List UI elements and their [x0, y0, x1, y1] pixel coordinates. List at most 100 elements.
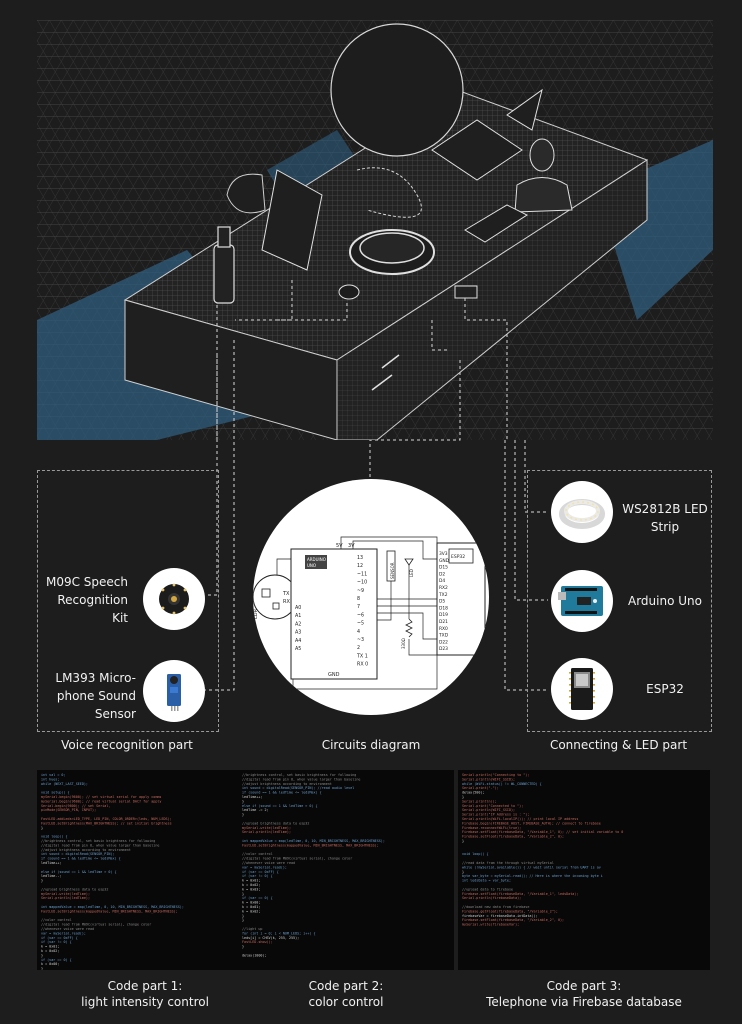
code-line: ledTime++; — [242, 795, 262, 799]
code-line: void loop() { — [462, 852, 489, 856]
code-line: int sound = digitalRead(SENSOR_PIN); //r… — [242, 786, 354, 790]
code-line: } — [242, 799, 244, 803]
code-line: } — [41, 826, 43, 830]
code-line: while (!mySerial.available()) { // wait … — [462, 865, 601, 869]
code-line: Firebase.getFloat(firebaseData, "/Variab… — [462, 909, 558, 913]
esp32-pin-label: 3V3 — [439, 551, 448, 557]
code-line: FastLED.setBrightness(MAX_BRIGHTNESS); /… — [41, 821, 172, 825]
esp32-pin-label: D22 — [439, 639, 448, 645]
uno-digital-pin-label: ~11 — [357, 571, 367, 577]
code-line: int hues; — [41, 777, 59, 781]
code-line: //brightness control, set basic brightne… — [41, 839, 155, 843]
code-line: if (sound == 1 && ledTime <= ledsMax) { — [41, 857, 121, 861]
uno-analog-pin-label: A0 — [295, 605, 301, 611]
esp-tag: ESP32 — [451, 554, 465, 560]
code-line: Serial.println(); — [462, 799, 497, 803]
code-line: FastLED.addLeds<LED_TYPE, LED_PIN, COLOR… — [41, 817, 172, 821]
code-line: k = 0x01; — [242, 879, 260, 883]
code-line: int sound = digitalRead(SENSOR_PIN); — [41, 852, 115, 856]
sphere-lamp — [330, 23, 464, 157]
code-line: Firebase.setFloat(firebaseData, "/Variab… — [462, 835, 564, 839]
esp32-pin-label: D2 — [439, 571, 445, 577]
code-line: } — [41, 967, 43, 970]
code-line: ledTime++; — [41, 861, 61, 865]
code-line: if (var != 0) { — [41, 940, 72, 944]
sound-sensor-label-line3: Sensor — [94, 707, 136, 721]
code-line: k = 0x01; — [41, 945, 59, 949]
code-line: Serial.println(WIFI_SSID); — [462, 808, 515, 812]
code-caption-1-line1: Code part 1: — [107, 979, 183, 993]
code-caption-1-line2: light intensity control — [81, 995, 209, 1009]
speech-kit-label-line2: Recognition — [57, 593, 128, 607]
code-caption-2-line1: Code part 2: — [308, 979, 384, 993]
code-line: Serial.println(firebaseData); — [462, 896, 521, 900]
code-line: delay(1000); — [242, 953, 267, 957]
uno-digital-pin-label: ~6 — [357, 612, 364, 618]
code-line: //upload brightness data to esp32 — [41, 887, 108, 891]
resistor-tag: 330Ω — [401, 638, 406, 649]
code-line: while (WiFi.status() != WL_CONNECTED) { — [462, 782, 542, 786]
uno-digital-pin-label: ~3 — [357, 637, 364, 643]
uno-analog-pin-label: A3 — [295, 630, 301, 636]
connecting-led-box — [527, 470, 712, 732]
connect-section-title: Connecting & LED part — [549, 738, 688, 752]
esp32-pin-label: D23 — [439, 646, 448, 652]
uno-digital-pin-label: 4 — [357, 629, 360, 635]
uno-digital-pin-label: 7 — [357, 604, 360, 610]
code-line: k = 0x03; — [242, 887, 260, 891]
code-panel-1: int val = 0;int hues;while (NEXT_LAST_SE… — [37, 770, 253, 970]
esp32-pin-label: D4 — [439, 578, 445, 584]
speech-kit-label: M09C Speech Recognition Kit — [40, 573, 128, 627]
code-line: } — [462, 839, 464, 843]
code-line: k = 0x02; — [242, 883, 260, 887]
code-caption-1: Code part 1: light intensity control — [37, 978, 253, 1010]
voice-recognition-box — [37, 470, 219, 732]
code-line: void loop() { — [41, 835, 68, 839]
code-line: if (var == 0) { — [41, 958, 72, 962]
code-line: //adjust brightness according to environ… — [242, 782, 332, 786]
code-line: //whenever voice were read — [41, 927, 94, 931]
ldr-tag: LDR — [253, 608, 259, 619]
uno-analog-pin-label: A4 — [295, 638, 301, 644]
code-line: //read data from the through virtual myS… — [462, 861, 554, 865]
code-line: Serial.print("Connected to "); — [462, 804, 523, 808]
code-line: //whenever voice were read — [242, 861, 295, 865]
isometric-installation-illustration — [37, 20, 713, 440]
uno-digital-pin-label: 2 — [357, 645, 360, 651]
code-line: if (sound == 1 && ledTime <= ledsMax) { — [242, 791, 322, 795]
code-line: mySerial.begin(9600); // read virtual se… — [41, 799, 161, 803]
arduino-uno-label: Arduino Uno — [628, 594, 702, 608]
code-line: Firebase.begin(FIREBASE_HOST, FIREBASE_A… — [462, 821, 601, 825]
uno-digital-pin-label: ~10 — [357, 580, 367, 586]
code-line: else if (sound == 1 && ledTime > 0) { — [242, 804, 318, 808]
code-line: FastLED.setBrightness(mappedValue, MIN_B… — [41, 909, 178, 913]
code-line: //color control — [242, 852, 273, 856]
code-line: Serial.println(ledTime); — [41, 896, 90, 900]
code-line: //digital read from M09C(virtual serial)… — [242, 857, 352, 861]
code-line: } — [41, 879, 43, 883]
uno-analog-pin-label: A1 — [295, 613, 301, 619]
code-line: //download new data from firebase — [462, 905, 529, 909]
uno-digital-pin-label: TX 1 — [356, 653, 368, 659]
code-line: if (var == 0) { — [242, 896, 273, 900]
code-line: leds[i] = CHSV(k, 255, 255); — [242, 936, 299, 940]
uno-digital-pin-label: ~5 — [357, 621, 364, 627]
code-line: Serial.println(WIFI_SSID); — [462, 777, 515, 781]
circuit-section-title: Circuits diagram — [321, 738, 421, 752]
led-strip-label: WS2812B LED Strip — [618, 500, 712, 536]
code-line: //upload brightness data to esp32 — [242, 821, 309, 825]
code-line: k = 0x01; — [242, 905, 260, 909]
code-line: for (int i = 0; i < NUM_LEDS; i++) { — [242, 931, 316, 935]
code-line: } — [242, 914, 244, 918]
code-line: //digital read from pin 8, when value la… — [242, 777, 360, 781]
code-line: } — [242, 918, 244, 922]
code-line: k = 0x02; — [242, 909, 260, 913]
code-line: k = 0x02; — [41, 949, 59, 953]
code-line: int ledsData = var_byte; — [462, 879, 511, 883]
esp32-pin-label: D21 — [439, 619, 448, 625]
code-caption-2: Code part 2: color control — [238, 978, 454, 1010]
code-line: k = 0x00; — [41, 962, 59, 966]
code-line: Serial.println(WiFi.localIP()); // print… — [462, 817, 578, 821]
code-line: ledTime--; — [41, 874, 61, 878]
code-line: mySerial.write(ledTime); — [242, 826, 291, 830]
